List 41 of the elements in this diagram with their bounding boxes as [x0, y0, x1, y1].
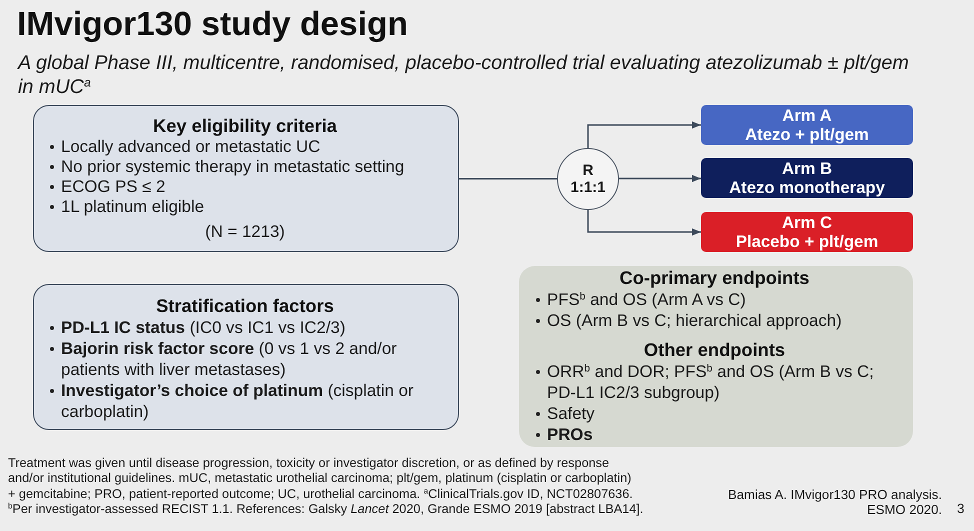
arm-label: Atezo monotherapy [729, 178, 885, 197]
bullet-text: Locally advanced or metastatic UC [61, 137, 320, 157]
bullet-text: ECOG PS ≤ 2 [61, 177, 166, 197]
bullet-text: 1L platinum eligible [61, 197, 204, 217]
arm-label: Atezo + plt/gem [745, 125, 869, 144]
bullet-text: Bajorin risk factor score (0 vs 1 vs 2 and/or patients with liver metastases) [61, 338, 398, 380]
circle-label: 1:1:1 [570, 179, 606, 196]
subtitle-text: A global Phase III, multicentre, randomised, placebo-controlled trial evaluating atezolizumab ± plt/gem in mUC$^{a}$ [18, 52, 910, 99]
bullet-text: Investigator’s choice of platinum (cisplatin or carboplatin) [61, 380, 414, 422]
arrow [587, 121, 701, 148]
bullet-text: OS (Arm B vs C; hierarchical approach) [547, 310, 842, 331]
slide-title: IMvigor130 study design [17, 6, 408, 44]
footnote-text: $^{b}$Per investigator-assessed RECIST 1.1. References: Galsky Lancet 2020, Grande ESMO 2019 [abstract LBA14]. [8, 502, 644, 518]
arm-label: Arm A [782, 106, 832, 125]
arrow [619, 174, 701, 182]
bullet-text: ORR$^{b}$ and DOR; PFS$^{b}$ and OS (Arm B vs C; PD-L1 IC2/3 subgroup) [547, 361, 875, 403]
panel-heading: Stratification factors [156, 295, 334, 317]
factors-panel [33, 284, 459, 430]
panel-heading: Co-primary endpoints [620, 267, 810, 289]
bullet-text: Safety [547, 403, 595, 424]
panel-heading: Key eligibility criteria [153, 115, 337, 137]
footnote-text: Treatment was given until disease progression, toxicity or investigator discretion, or as defined by response and/or institutional guidelines. mUC, metastatic urothelial carcinoma; plt/gem, platinum (cisplatin or carboplatin) + gemcitabine; PRO, patient-reported outcome; UC, urothelial carcinoma. $^{a}$ClinicalTrials.gov ID, NCT02807636. [8, 456, 634, 502]
arm-box [701, 105, 913, 145]
panel-heading: Other endpoints [644, 339, 786, 361]
bullet-text: PFS$^{b}$ and OS (Arm A vs C) [547, 289, 746, 310]
bullet-text: PD-L1 IC status (IC0 vs IC1 vs IC2/3) [61, 317, 346, 338]
circle-label: R [582, 162, 594, 179]
bullet-text: No prior systemic therapy in metastatic setting [61, 157, 404, 177]
arm-box [701, 212, 913, 252]
criteria-panel [33, 105, 459, 252]
bullet-text: PROs [547, 424, 593, 445]
reference-text: Bamias A. IMvigor130 PRO analysis. ESMO 2020. [727, 487, 942, 517]
endpoints-panel [519, 266, 913, 447]
page-number: 3 [957, 501, 964, 517]
arm-label: Placebo + plt/gem [736, 232, 878, 251]
connector-line [459, 178, 557, 180]
arm-box [701, 158, 913, 198]
arm-label: Arm B [782, 159, 832, 178]
count-text: (N = 1213) [205, 222, 285, 242]
arrow [587, 210, 701, 236]
arm-label: Arm C [782, 213, 832, 232]
